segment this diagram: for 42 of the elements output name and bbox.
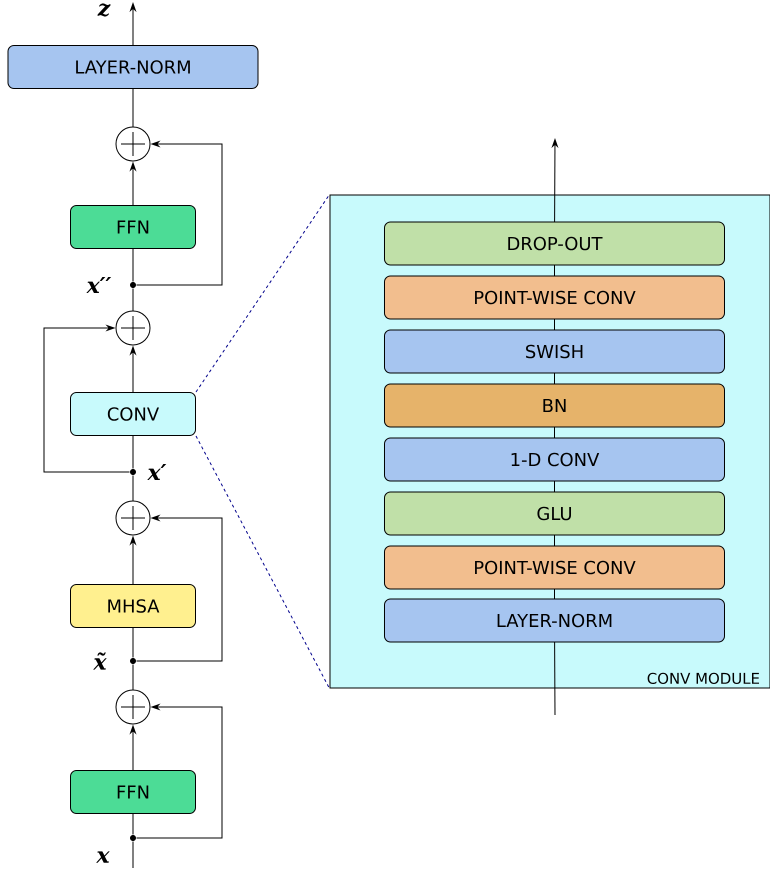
zoom-line <box>196 436 330 689</box>
process-box: POINT-WISE CONV <box>384 276 725 320</box>
connector-line <box>554 535 555 546</box>
connector-line <box>554 373 555 384</box>
process-box: FFN <box>70 205 196 249</box>
connector-line <box>554 481 555 492</box>
variable-label: x′ <box>147 464 166 480</box>
arrow <box>44 324 130 472</box>
sum-circle <box>116 500 150 536</box>
process-box: POINT-WISE CONV <box>384 546 725 590</box>
process-box: BN <box>384 384 725 428</box>
variable-label: x <box>96 851 110 863</box>
process-box: LAYER-NORM <box>384 598 725 642</box>
sum-circle <box>116 126 150 162</box>
connector-line <box>554 265 555 276</box>
connector-line <box>132 628 134 658</box>
zoom-line <box>196 194 330 392</box>
sum-circle <box>116 690 150 724</box>
process-box: DROP-OUT <box>384 222 725 266</box>
connector-line <box>132 814 134 835</box>
process-box: MHSA <box>70 584 196 628</box>
sum-circle <box>116 310 150 346</box>
connector-line <box>132 436 134 469</box>
process-box: 1-D CONV <box>384 438 725 482</box>
connector-line <box>132 248 134 282</box>
connector-line <box>132 475 134 501</box>
process-box: LAYER-NORM <box>8 45 258 89</box>
variable-label: x̃ <box>93 652 107 670</box>
connector-line <box>554 589 555 599</box>
connector-line <box>132 664 134 690</box>
connector-line <box>132 841 134 868</box>
connector-line <box>132 88 134 127</box>
connector-line <box>554 319 555 330</box>
variable-label: x′′ <box>86 277 112 293</box>
connector-line <box>554 427 555 438</box>
connector-line <box>132 288 134 311</box>
output-label: z <box>97 3 111 17</box>
process-box: SWISH <box>384 330 725 374</box>
connector-line <box>554 642 556 716</box>
process-box: GLU <box>384 492 725 536</box>
process-box: FFN <box>70 770 196 814</box>
process-box: CONV <box>70 392 196 436</box>
